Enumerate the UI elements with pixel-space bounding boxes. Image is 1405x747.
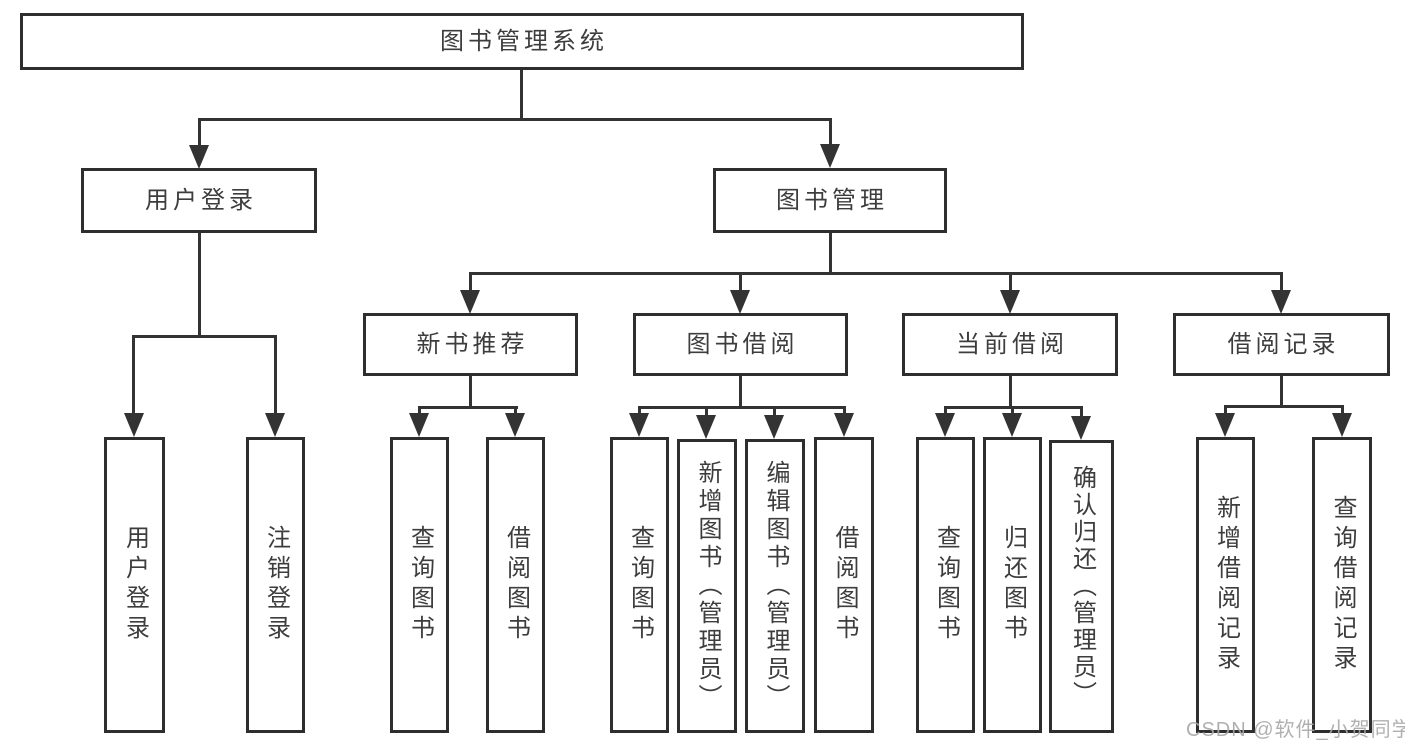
leaf-br-query-record-label: 查询借阅记录 xyxy=(1329,495,1356,675)
connector-line xyxy=(829,233,832,275)
leaf-bb-edit-books-admin: 编辑图书（管理员） xyxy=(745,439,805,733)
connector-line xyxy=(132,335,277,338)
down-arrowhead xyxy=(820,144,840,168)
down-arrowhead xyxy=(505,413,525,437)
down-arrowhead xyxy=(1332,413,1352,437)
leaf-br-add-record-label: 新增借阅记录 xyxy=(1212,495,1240,675)
leaf-nbr-borrow-books-label: 借阅图书 xyxy=(502,525,530,645)
down-arrowhead xyxy=(834,413,854,437)
connector-line xyxy=(638,406,846,409)
connector-line xyxy=(198,233,201,338)
connector-line xyxy=(198,118,201,150)
leaf-bb-borrow-books: 借阅图书 xyxy=(814,437,874,733)
node-book-management-label: 图书管理 xyxy=(776,186,888,214)
leaf-cb-query-books-label: 查询图书 xyxy=(932,525,960,645)
leaf-br-query-record: 查询借阅记录 xyxy=(1312,437,1372,733)
connector-line xyxy=(1280,272,1283,296)
leaf-br-add-record: 新增借阅记录 xyxy=(1196,437,1255,733)
connector-line xyxy=(132,335,135,417)
down-arrowhead xyxy=(265,413,285,437)
leaf-cb-query-books: 查询图书 xyxy=(916,437,975,733)
connector-line xyxy=(1009,272,1012,296)
leaf-bb-query-books: 查询图书 xyxy=(610,437,669,733)
connector-line xyxy=(418,406,518,409)
connector-line xyxy=(1009,375,1012,408)
down-arrowhead xyxy=(935,413,955,437)
node-borrowing-records: 借阅记录 xyxy=(1173,313,1390,376)
connector-line xyxy=(1224,405,1344,408)
leaf-bb-edit-books-admin-label: 编辑图书（管理员） xyxy=(762,460,789,712)
connector-line xyxy=(274,335,277,417)
node-book-borrowing-label: 图书借阅 xyxy=(686,330,799,358)
connector-line xyxy=(520,69,523,121)
node-book-management: 图书管理 xyxy=(713,168,947,233)
down-arrowhead xyxy=(1071,416,1091,440)
down-arrowhead xyxy=(124,413,144,437)
leaf-cb-return-books-label: 归还图书 xyxy=(999,525,1027,645)
leaf-nbr-query-books-label: 查询图书 xyxy=(406,525,434,645)
leaf-bb-add-books-admin: 新增图书（管理员） xyxy=(677,439,737,733)
leaf-logout-label: 注销登录 xyxy=(262,525,290,645)
leaf-nbr-borrow-books: 借阅图书 xyxy=(486,437,545,733)
down-arrowhead xyxy=(629,413,649,437)
down-arrowhead xyxy=(189,145,209,169)
connector-line xyxy=(1080,406,1083,420)
leaf-cb-confirm-return-admin-label: 确认归还（管理员） xyxy=(1068,465,1096,708)
node-borrowing-records-label: 借阅记录 xyxy=(1227,330,1340,358)
connector-line xyxy=(469,272,1283,275)
down-arrowhead xyxy=(730,290,750,314)
node-user-login: 用户登录 xyxy=(81,168,317,233)
node-root-label: 图书管理系统 xyxy=(440,27,608,55)
connector-line xyxy=(829,118,832,149)
down-arrowhead xyxy=(1002,413,1022,437)
connector-line xyxy=(773,406,776,420)
connector-line xyxy=(739,375,742,408)
node-root: 图书管理系统 xyxy=(20,13,1024,70)
leaf-user-login-label: 用户登录 xyxy=(121,525,149,645)
leaf-logout: 注销登录 xyxy=(246,437,305,733)
down-arrowhead xyxy=(1271,290,1291,314)
leaf-bb-borrow-books-label: 借阅图书 xyxy=(831,525,858,645)
connector-line xyxy=(1224,405,1227,420)
down-arrowhead xyxy=(1215,413,1235,437)
leaf-cb-return-books: 归还图书 xyxy=(983,437,1042,733)
connector-line xyxy=(1280,375,1283,407)
leaf-bb-query-books-label: 查询图书 xyxy=(626,525,654,645)
connector-line xyxy=(705,406,708,420)
down-arrowhead xyxy=(1000,290,1020,314)
leaf-cb-confirm-return-admin: 确认归还（管理员） xyxy=(1049,440,1114,733)
down-arrowhead xyxy=(409,413,429,437)
node-book-borrowing: 图书借阅 xyxy=(633,313,848,376)
csdn-watermark: CSDN @软件_小贺同学 xyxy=(1186,719,1405,741)
leaf-user-login: 用户登录 xyxy=(104,437,165,733)
connector-line xyxy=(469,272,472,296)
node-new-book-recommend: 新书推荐 xyxy=(363,313,578,376)
node-current-borrowing: 当前借阅 xyxy=(902,313,1118,376)
leaf-bb-add-books-admin-label: 新增图书（管理员） xyxy=(694,460,721,712)
node-current-borrowing-label: 当前借阅 xyxy=(956,330,1068,358)
down-arrowhead xyxy=(460,290,480,314)
down-arrowhead xyxy=(764,415,784,439)
node-user-login-label: 用户登录 xyxy=(145,186,257,214)
connector-line xyxy=(739,272,742,296)
connector-line xyxy=(469,375,472,408)
connector-line xyxy=(1341,405,1344,420)
connector-line xyxy=(198,118,832,121)
leaf-nbr-query-books: 查询图书 xyxy=(390,437,449,733)
node-new-book-recommend-label: 新书推荐 xyxy=(416,330,529,358)
down-arrowhead xyxy=(696,415,716,439)
